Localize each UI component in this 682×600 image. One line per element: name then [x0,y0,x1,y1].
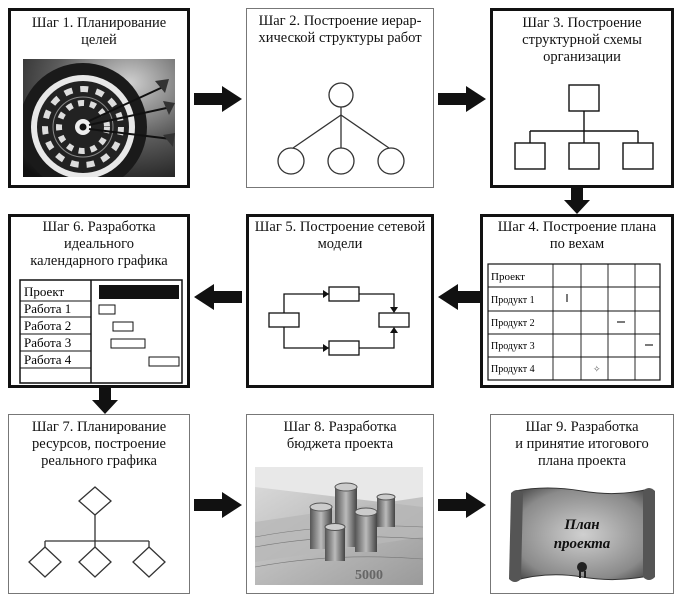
milestone-row-label: Продукт 3 [491,341,535,352]
step-1-title-line-1: Шаг 1. Планирование [31,15,167,31]
step-9-title-line-2: и принятие итогового [515,436,649,452]
step-7-title-line-2: ресурсов, построение [32,436,166,452]
arrow-1-to-2 [194,86,242,112]
gantt-bar [148,356,180,367]
step-2-title: Шаг 2. Построение иерар- хической структ… [247,13,433,47]
money-image: 5000 [255,467,423,585]
gantt-row-label: Работа 1 [24,301,71,316]
resource-diagram [28,486,166,578]
step-8-box: Шаг 8. Разработка бюджета проекта 5000 [246,414,434,594]
step-3-title-line-1: Шаг 3. Построение [522,15,642,31]
step-2-title-line-2: хической структуры работ [258,30,422,46]
step-2-box: Шаг 2. Построение иерар- хической структ… [246,8,434,188]
step-6-title-line-3: календарного графика [30,253,168,269]
dartboard-image [23,59,175,177]
step-7-title: Шаг 7. Планирование ресурсов, построение… [9,419,189,470]
network-model-diagram [268,286,410,356]
step-4-title-line-1: Шаг 4. Построение плана [497,219,657,235]
step-3-title: Шаг 3. Построение структурной схемы орга… [493,15,671,66]
step-1-title-line-2: целей [81,32,117,48]
step-7-title-line-3: реального графика [41,453,157,469]
gantt-bar [112,321,134,332]
step-9-title-line-3: плана проекта [538,453,626,469]
wax-seal-icon [577,562,587,578]
step-3-title-line-2: структурной схемы [522,32,642,48]
step-5-title: Шаг 5. Построение сетевой модели [249,219,431,253]
milestone-row-label: Продукт 4 [491,364,535,375]
arrow-3-to-4 [564,188,590,214]
step-8-title-line-1: Шаг 8. Разработка [283,419,397,435]
step-9-title: Шаг 9. Разработка и принятие итогового п… [491,419,673,470]
step-3-box: Шаг 3. Построение структурной схемы орга… [490,8,674,188]
step-6-box: Шаг 6. Разработка идеального календарног… [8,214,190,388]
gantt-bar-project [99,285,179,299]
scroll-text-line-2: проекта [554,536,611,552]
banknote-numeral-decoration: 5000 [355,568,383,583]
arrow-6-to-7 [92,388,118,414]
step-1-box: Шаг 1. Планирование целей [8,8,190,188]
scroll-text-line-1: План [563,517,599,533]
milestone-mark: ✧ [593,364,601,374]
scroll-image: План проекта [509,487,655,582]
step-3-title-line-3: организации [543,49,621,65]
step-2-title-line-1: Шаг 2. Построение иерар- [258,13,422,29]
hierarchy-diagram [277,82,405,175]
arrow-2-to-3 [438,86,486,112]
step-7-title-line-1: Шаг 7. Планирование [31,419,167,435]
step-5-box: Шаг 5. Построение сетевой модели [246,214,434,388]
milestone-header-label: Проект [491,271,525,283]
step-6-title-line-1: Шаг 6. Разработка [42,219,156,235]
step-5-title-line-1: Шаг 5. Построение сетевой [254,219,426,235]
step-4-title: Шаг 4. Построение плана по вехам [483,219,671,253]
milestone-row-label: Продукт 2 [491,318,535,329]
step-7-box: Шаг 7. Планирование ресурсов, построение… [8,414,190,594]
step-4-title-line-2: по вехам [549,236,605,252]
gantt-bar [98,304,116,315]
milestone-table: Проект Продукт 1 Продукт 2 Продукт 3 Про… [487,263,661,381]
milestone-row-label: Продукт 1 [491,295,535,306]
step-4-box: Шаг 4. Построение плана по вехам Проект … [480,214,674,388]
step-5-title-line-2: модели [317,236,363,252]
step-6-title: Шаг 6. Разработка идеального календарног… [11,219,187,270]
arrow-5-to-6 [194,284,242,310]
gantt-row-label: Работа 3 [24,335,71,350]
gantt-row-label: Работа 2 [24,318,71,333]
step-9-title-line-1: Шаг 9. Разработка [525,419,639,435]
arrow-8-to-9 [438,492,486,518]
step-1-title: Шаг 1. Планирование целей [11,15,187,49]
org-chart-diagram [514,84,654,170]
arrow-7-to-8 [194,492,242,518]
gantt-chart: Проект Работа 1 Работа 2 Работа 3 Работа… [19,279,183,384]
gantt-bar [110,338,146,349]
step-8-title-line-2: бюджета проекта [286,436,394,452]
step-6-title-line-2: идеального [63,236,134,252]
coin-stacks [309,482,396,561]
step-9-box: Шаг 9. Разработка и принятие итогового п… [490,414,674,594]
step-8-title: Шаг 8. Разработка бюджета проекта [247,419,433,453]
gantt-header-label: Проект [24,284,64,299]
arrow-4-to-5 [438,284,486,310]
gantt-row-label: Работа 4 [24,352,72,367]
